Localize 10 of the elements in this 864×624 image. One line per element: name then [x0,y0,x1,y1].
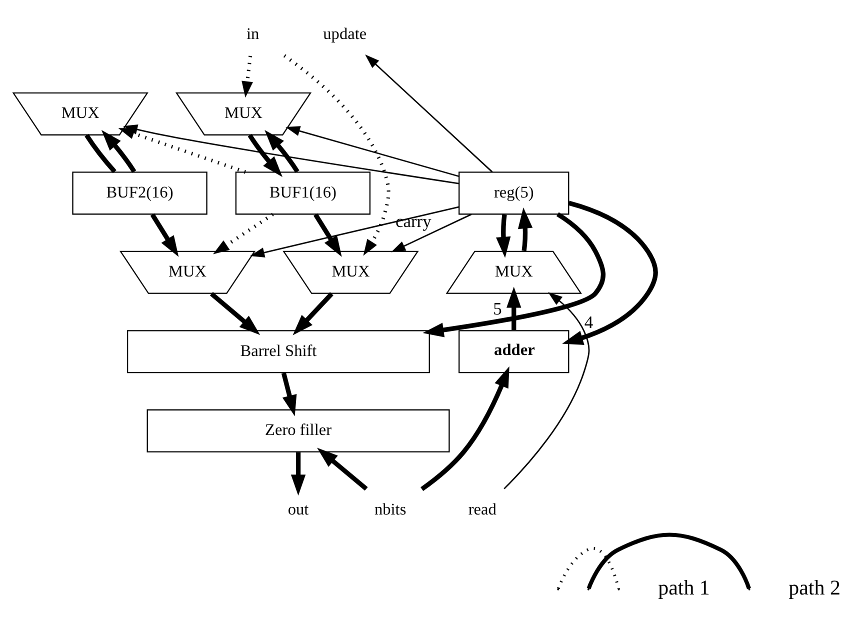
node-text: nbits [374,499,406,518]
edge-label: 4 [584,312,594,332]
edge-label: 5 [493,298,502,319]
legend-label: path 2 [788,575,840,600]
legend-label: path 1 [658,575,710,600]
edge-label: carry [395,211,432,232]
node-text: update [323,24,367,43]
node-text: out [288,499,309,518]
node-text: in [246,24,260,43]
node-text: read [468,499,496,518]
